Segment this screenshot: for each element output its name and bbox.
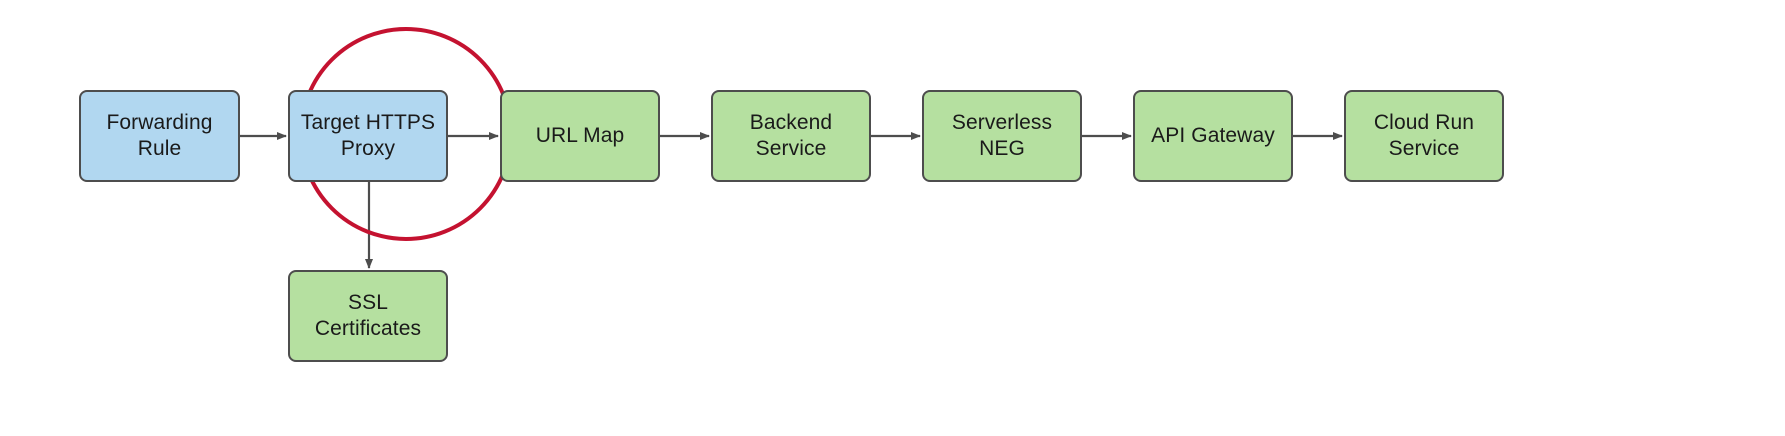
node-forwarding-rule[interactable]: Forwarding Rule bbox=[79, 90, 240, 182]
node-label: Cloud Run Service bbox=[1373, 110, 1475, 160]
node-backend-service[interactable]: Backend Service bbox=[711, 90, 871, 182]
node-ssl-certificates[interactable]: SSL Certificates bbox=[288, 270, 448, 362]
node-label: Target HTTPS Proxy bbox=[300, 110, 436, 160]
node-label: Forwarding Rule bbox=[106, 110, 213, 160]
node-label: Backend Service bbox=[749, 110, 833, 160]
node-url-map[interactable]: URL Map bbox=[500, 90, 660, 182]
node-target-https-proxy[interactable]: Target HTTPS Proxy bbox=[288, 90, 448, 182]
node-label: Serverless NEG bbox=[951, 110, 1053, 160]
node-label: SSL Certificates bbox=[314, 290, 422, 340]
node-cloud-run-service[interactable]: Cloud Run Service bbox=[1344, 90, 1504, 182]
node-api-gateway[interactable]: API Gateway bbox=[1133, 90, 1293, 182]
node-label: URL Map bbox=[535, 123, 625, 147]
node-serverless-neg[interactable]: Serverless NEG bbox=[922, 90, 1082, 182]
node-label: API Gateway bbox=[1151, 123, 1275, 147]
